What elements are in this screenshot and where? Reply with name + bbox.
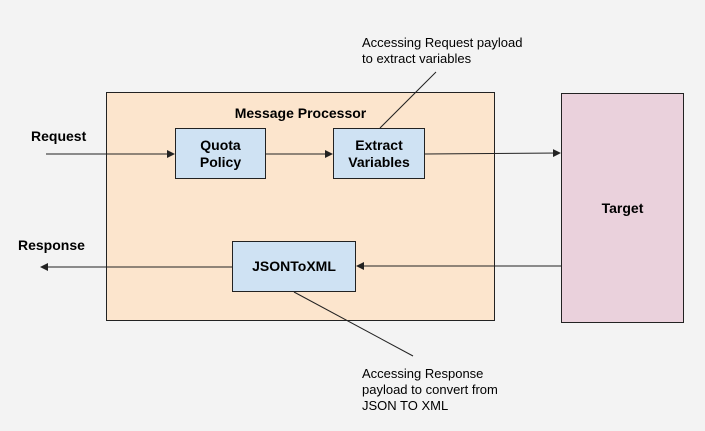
quota-policy-label: Quota Policy xyxy=(199,136,242,170)
response-label: Response xyxy=(18,237,85,253)
extract-to-target-arrow xyxy=(424,149,561,158)
target-box: Target xyxy=(561,93,684,323)
jsontoxml-label: JSONToXML xyxy=(252,258,336,274)
response-note-connector xyxy=(293,291,414,357)
request-note-connector xyxy=(379,71,437,129)
extract-variables-box: Extract Variables xyxy=(333,128,425,179)
target-label: Target xyxy=(601,199,644,216)
extract-variables-label: Extract Variables xyxy=(348,136,410,170)
request-label: Request xyxy=(31,128,87,144)
jsontoxml-box: JSONToXML xyxy=(232,241,356,292)
response-note: Accessing Response payload to convert fr… xyxy=(362,366,498,413)
request-note: Accessing Request payload to extract var… xyxy=(362,35,523,66)
quota-policy-box: Quota Policy xyxy=(175,128,266,179)
message-processor-label: Message Processor xyxy=(234,105,367,121)
